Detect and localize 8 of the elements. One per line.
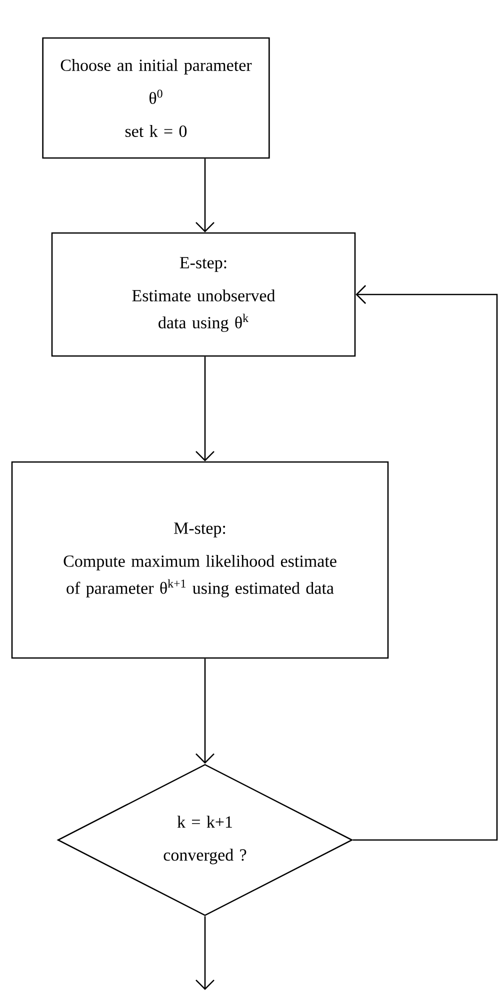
- arrow: [196, 158, 214, 232]
- arrow: [352, 285, 498, 841]
- arrow: [196, 356, 214, 462]
- process-box: E-step: Estimate unobserved data using θ$^{k}$: [51, 232, 356, 357]
- process-box: Choose an initial parameter θ$^{0}$ set k = 0: [42, 37, 270, 159]
- arrow: [196, 916, 214, 990]
- arrow: [196, 658, 214, 764]
- process-box: M-step: Compute maximum likelihood estimate of parameter θ$^{k+1}$ using estimated data: [11, 461, 389, 659]
